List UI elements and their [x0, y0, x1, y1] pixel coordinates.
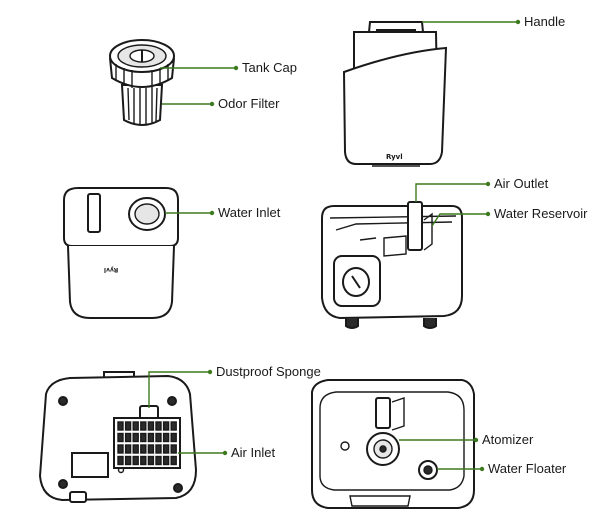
- base-reservoir-view: [321, 201, 463, 329]
- label-water-floater: Water Floater: [488, 461, 567, 476]
- tank-bottom-brand-mark: Ryvl: [104, 266, 119, 273]
- grille-slot: [117, 444, 124, 454]
- tank-cap-assembly: [109, 39, 175, 126]
- grille-slot: [162, 444, 170, 454]
- label-dustproof-sponge: Dustproof Sponge: [216, 364, 321, 379]
- grille-slot: [147, 455, 155, 466]
- grille-slot: [170, 455, 177, 466]
- grille-slot: [124, 444, 132, 454]
- air-inlet-grille: [117, 421, 177, 466]
- label-odor-filter: Odor Filter: [218, 96, 280, 111]
- tank-water-inlet-view: [63, 187, 179, 319]
- leader-lines: [148, 19, 521, 472]
- grille-slot: [162, 455, 170, 466]
- base-interior-view: [311, 379, 475, 509]
- grille-slot: [170, 444, 177, 454]
- grille-slot: [162, 432, 170, 443]
- tank-brand-mark: Ryvl: [386, 153, 403, 161]
- grille-slot: [124, 421, 132, 431]
- grille-slot: [117, 421, 124, 431]
- label-water-reservoir: Water Reservoir: [494, 206, 588, 221]
- label-handle: Handle: [524, 14, 566, 29]
- grille-slot: [147, 421, 155, 431]
- grille-slot: [140, 432, 147, 443]
- grille-slot: [140, 444, 147, 454]
- grille-slot: [132, 421, 139, 431]
- grille-slot: [170, 432, 177, 443]
- grille-slot: [162, 421, 170, 431]
- label-tank-cap: Tank Cap: [242, 60, 297, 75]
- grille-slot: [117, 432, 124, 443]
- grille-slot: [155, 455, 162, 466]
- label-air-inlet: Air Inlet: [231, 445, 276, 460]
- grille-slot: [155, 444, 162, 454]
- grille-slot: [147, 432, 155, 443]
- label-water-inlet: Water Inlet: [218, 205, 281, 220]
- water-tank: [342, 21, 448, 167]
- base-bottom-view: [38, 371, 198, 503]
- grille-slot: [140, 455, 147, 466]
- grille-slot: [132, 444, 139, 454]
- grille-slot: [140, 421, 147, 431]
- grille-slot: [124, 455, 132, 466]
- grille-slot: [147, 444, 155, 454]
- grille-slot: [155, 432, 162, 443]
- label-atomizer: Atomizer: [482, 432, 534, 447]
- grille-slot: [132, 432, 139, 443]
- grille-slot: [124, 432, 132, 443]
- grille-slot: [155, 421, 162, 431]
- grille-slot: [132, 455, 139, 466]
- grille-slot: [117, 455, 124, 466]
- label-air-outlet: Air Outlet: [494, 176, 549, 191]
- grille-slot: [170, 421, 177, 431]
